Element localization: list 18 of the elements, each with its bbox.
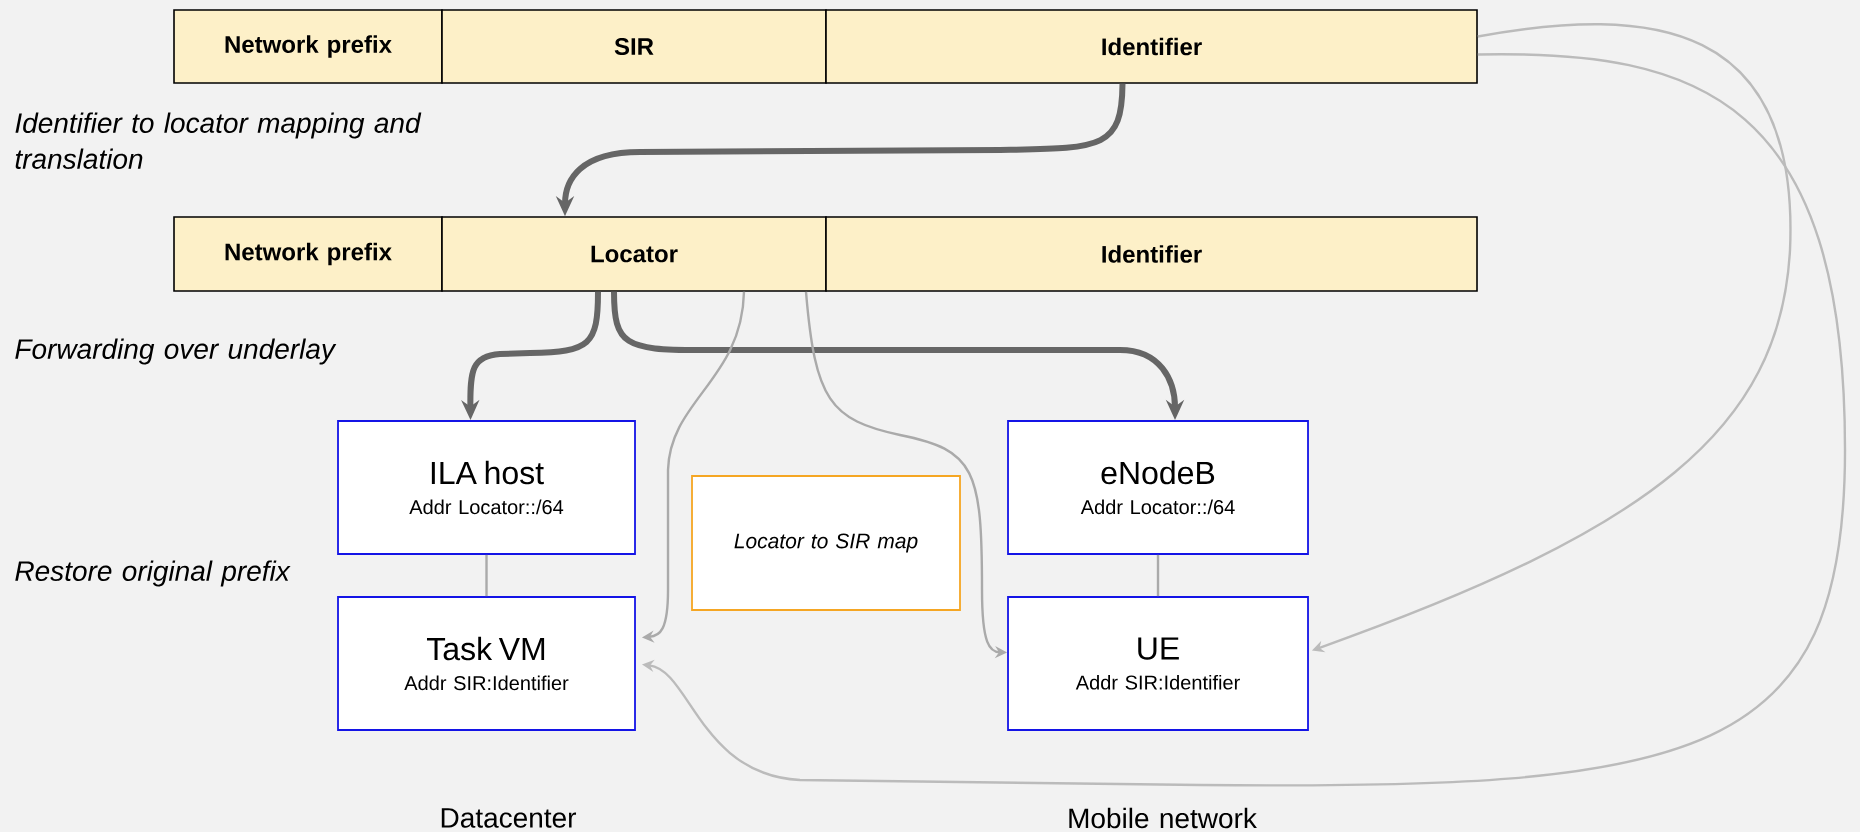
caption-text: Datacenter (441, 808, 576, 828)
caption-text: Forwarding over underlay (15, 338, 337, 365)
address-field: Network prefix (173, 216, 443, 292)
map-box: Locator to SIR map (691, 475, 961, 611)
caption-text: Restore original prefix (15, 560, 291, 587)
address-field: Identifier (825, 216, 1478, 292)
address-field: Locator (441, 216, 827, 292)
address-field: Network prefix (173, 9, 443, 84)
host-box: eNodeB Addr Locator::/64 (1007, 420, 1309, 555)
caption-text: Identifier to locator mapping and translation (15, 112, 422, 169)
caption-text: Mobile network (1069, 807, 1257, 829)
address-field: Identifier (825, 9, 1478, 84)
host-box: Task VM Addr SIR:Identifier (337, 596, 636, 731)
connector-line (1156, 554, 1160, 597)
host-box: UE Addr SIR:Identifier (1007, 596, 1309, 731)
address-field: SIR (441, 9, 827, 84)
host-box: ILA host Addr Locator::/64 (337, 420, 636, 555)
connector-line (485, 554, 488, 597)
